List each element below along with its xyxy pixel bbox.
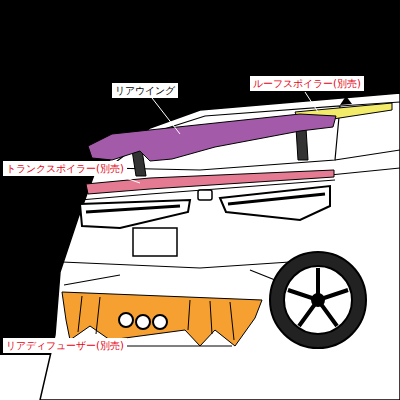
- tire: [270, 252, 366, 348]
- car-body: [40, 93, 400, 400]
- exhaust: [119, 313, 167, 329]
- leader-line: [120, 92, 318, 346]
- wheel-spoke: [288, 268, 348, 326]
- antenna: [340, 96, 352, 105]
- part-label: トランクスポイラー(別売): [3, 161, 127, 176]
- emblem: [198, 190, 212, 200]
- part-label: リアウイング: [112, 83, 178, 98]
- part-label: ルーフスポイラー(別売): [250, 76, 364, 91]
- rear-wing: [88, 114, 336, 161]
- license-plate: [133, 228, 177, 256]
- tail-light: [80, 200, 190, 228]
- bumper-line: [62, 262, 300, 290]
- tail-light: [86, 206, 180, 212]
- wheel-hub: [311, 293, 325, 307]
- tail-light: [228, 194, 325, 204]
- tail-light: [220, 186, 330, 220]
- part-label: リアディフューザー(別売): [3, 338, 127, 353]
- wheel: [284, 266, 352, 334]
- diffuser-fin: [78, 296, 234, 340]
